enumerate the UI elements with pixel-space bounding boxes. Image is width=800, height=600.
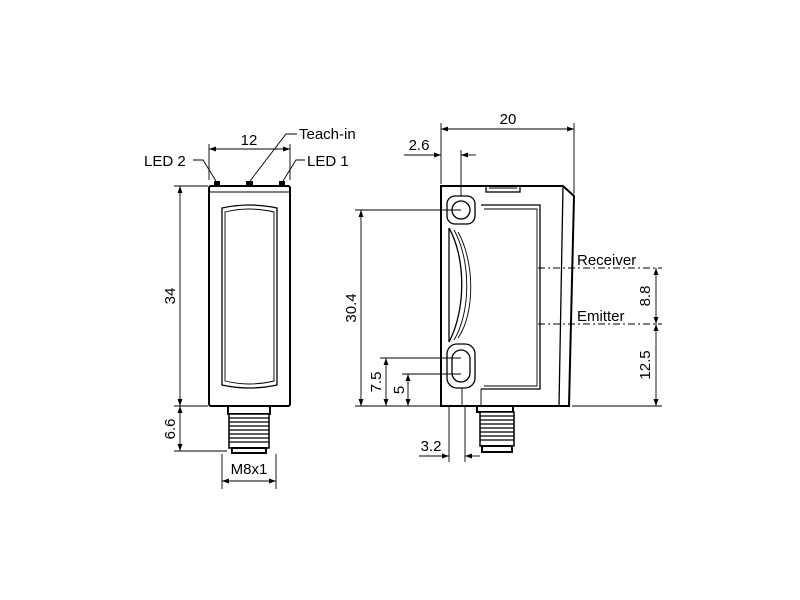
- dim-receiver-emitter-spacing: 8.8: [637, 286, 654, 307]
- dim-connector-length: 6.6: [162, 419, 179, 440]
- leader-teach-in: [249, 133, 297, 182]
- label-led1: LED 1: [307, 153, 349, 170]
- dim-side-width: 20: [500, 111, 517, 128]
- label-receiver: Receiver: [577, 252, 636, 269]
- dim-height: 34: [162, 288, 179, 305]
- led1-marker: [279, 181, 285, 186]
- side-view: 20 2.6 30.4 7.5 5 3.2 Receiver Emitter 8…: [343, 111, 662, 462]
- side-housing: [440, 185, 576, 407]
- teach-in-marker: [246, 181, 253, 186]
- side-thread-lines: [480, 415, 514, 441]
- led2-marker: [214, 181, 220, 186]
- front-housing: [208, 185, 291, 407]
- label-emitter: Emitter: [577, 308, 625, 325]
- dim-connector-offset: 3.2: [421, 438, 442, 455]
- side-connector-collar: [476, 405, 514, 413]
- front-view: 12 LED 2 LED 1 Teach-in 34 6.6 M8x1: [144, 126, 356, 489]
- label-led2: LED 2: [144, 153, 186, 170]
- side-top-tab: [485, 185, 521, 193]
- front-connector-tip: [231, 447, 267, 454]
- dim-hole-spacing: 30.4: [343, 293, 360, 322]
- dim-hole-offset: 2.6: [409, 137, 430, 154]
- leader-led2: [193, 159, 217, 182]
- front-connector-thread: [228, 413, 270, 449]
- dim-width: 12: [241, 132, 258, 149]
- label-teach-in: Teach-in: [299, 126, 356, 143]
- side-curved-recess: [448, 227, 463, 343]
- side-connector-thread: [479, 411, 515, 447]
- dim-emitter-height: 12.5: [637, 350, 654, 379]
- leader-led1: [282, 159, 305, 182]
- dim-lower-hole-center: 5: [391, 386, 408, 394]
- front-thread-lines: [229, 417, 269, 443]
- front-connector-collar: [227, 405, 271, 415]
- front-lens-window: [221, 204, 278, 389]
- dim-thread: M8x1: [231, 461, 268, 478]
- lower-mounting-hole: [446, 343, 476, 389]
- side-lens-pocket: [481, 204, 541, 390]
- dim-lower-hole-height: 7.5: [368, 372, 385, 393]
- front-lens-inner: [224, 208, 275, 385]
